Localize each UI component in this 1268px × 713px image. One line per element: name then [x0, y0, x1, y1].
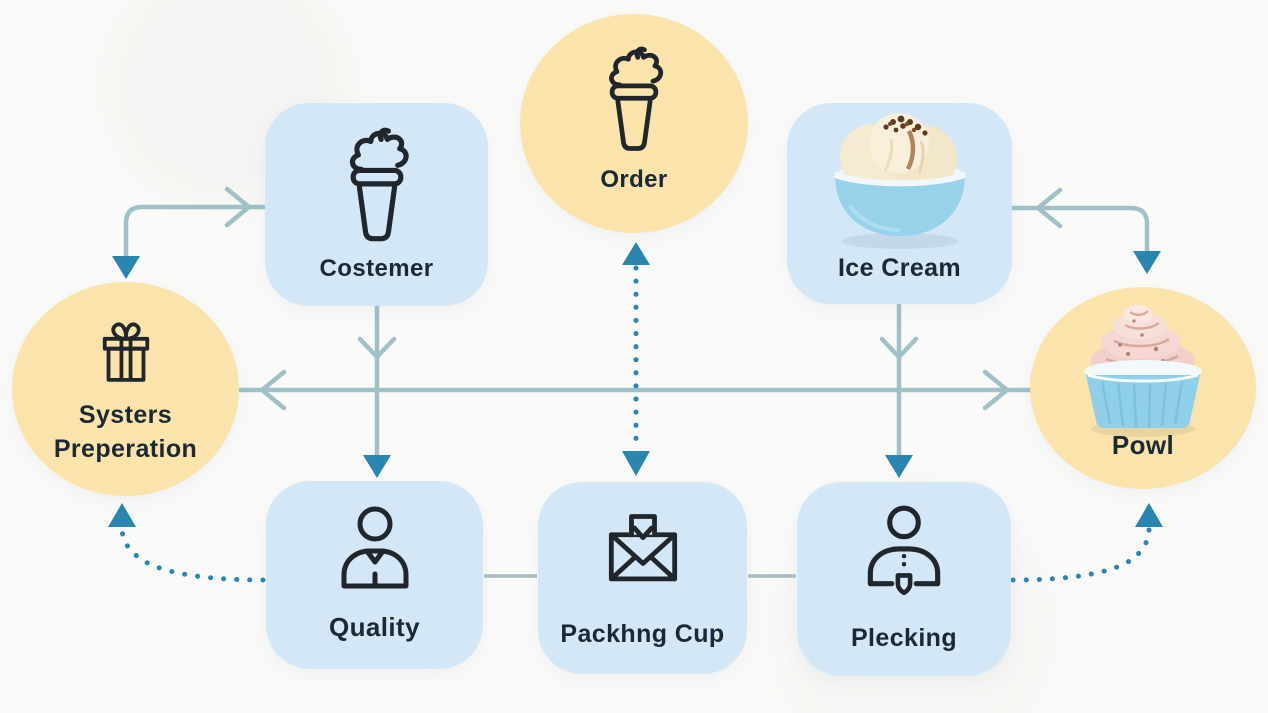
dotted-curve-quality-to-systers [119, 525, 266, 583]
arrow-costemer-to-quality [357, 303, 397, 460]
node-packhng-cup: Packhng Cup [538, 482, 747, 674]
arrow-powl-to-ice-cream [1009, 187, 1150, 255]
node-costemer: Costemer [265, 103, 488, 306]
node-label-systers-preperation: Systers Preperation [12, 398, 239, 466]
node-label-ice-cream: Ice Cream [837, 253, 962, 282]
arrowhead-into-systers-bottom [108, 503, 136, 527]
label-line-2: Preperation [53, 435, 198, 463]
soft-serve-cup-icon [609, 46, 664, 151]
arrow-horizontal-main [237, 369, 1034, 411]
soft-serve-cup-icon [349, 127, 409, 242]
node-label-quality: Quality [329, 612, 420, 643]
node-powl: Powl [1030, 287, 1256, 489]
arrowhead-into-quality [363, 455, 391, 478]
node-systers-preperation: Systers Preperation [12, 282, 239, 496]
node-plecking: Plecking [797, 482, 1011, 676]
pink-ice-cream-cup-photo [1084, 305, 1202, 437]
person-icon [341, 506, 408, 589]
arrowhead-into-powl-bottom [1135, 503, 1163, 527]
arrow-ice-cream-to-plecking [879, 302, 919, 460]
node-order: Order [520, 14, 748, 233]
node-label-costemer: Costemer [319, 254, 434, 282]
dotted-curve-plecking-to-powl [1010, 525, 1152, 583]
arrowhead-into-packhng-cup [622, 451, 650, 476]
arrow-systers-to-costemer [123, 186, 268, 260]
node-label-packhng-cup: Packhng Cup [560, 619, 725, 648]
node-label-powl: Powl [1111, 430, 1175, 461]
arrowhead-into-powl-top [1133, 251, 1161, 274]
person-badge-icon [867, 505, 941, 596]
arrowhead-into-order [622, 242, 650, 265]
node-quality: Quality [266, 481, 483, 669]
label-line-1: Systers [78, 401, 173, 429]
node-label-plecking: Plecking [850, 623, 958, 652]
ice-cream-bowl-photo [834, 113, 965, 249]
node-ice-cream: Ice Cream [787, 103, 1012, 304]
node-label-order: Order [600, 165, 668, 193]
arrowhead-into-plecking [885, 455, 913, 478]
gift-icon [102, 322, 149, 382]
arrowhead-into-systers-top [112, 256, 140, 279]
envelope-insert-icon [608, 514, 677, 582]
